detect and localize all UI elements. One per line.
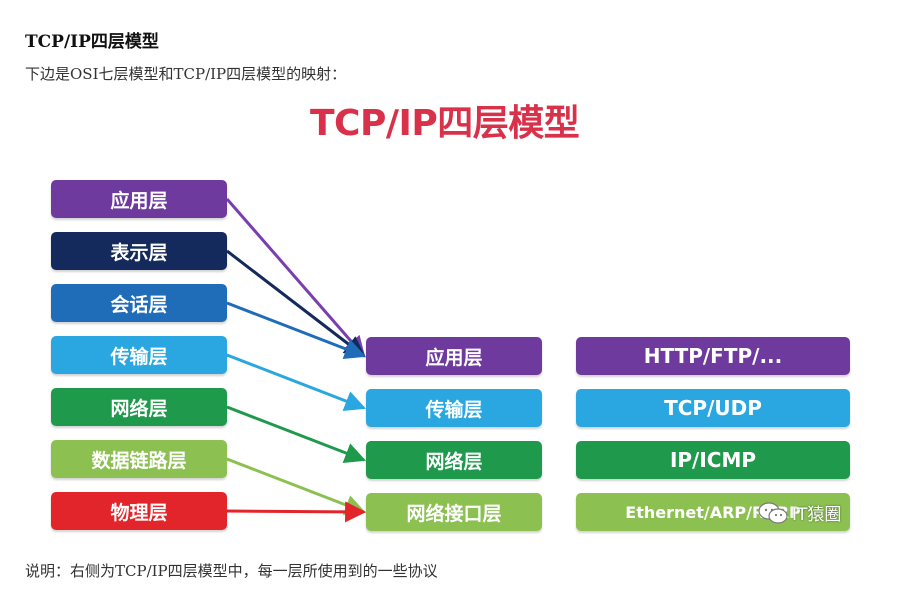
mapping-arrow [226, 249, 366, 358]
note-text: 说明：右侧为TCP/IP四层模型中，每一层所使用到的一些协议 [25, 562, 438, 580]
section-heading: TCP/IP四层模型 [25, 32, 159, 52]
protocol-application: HTTP/FTP/... [576, 337, 850, 375]
mapping-arrow [226, 457, 366, 515]
mapping-arrows [225, 198, 367, 523]
osi-layer-transport: 传输层 [51, 336, 227, 374]
osi-layer-datalink: 数据链路层 [51, 440, 227, 478]
protocol-internet: IP/ICMP [576, 441, 850, 479]
mapping-arrow [226, 405, 366, 463]
osi-layer-presentation: 表示层 [51, 232, 227, 270]
watermark: IT猿圈 [758, 500, 841, 525]
wechat-icon [758, 501, 788, 524]
mapping-arrow [226, 301, 366, 359]
protocol-transport: TCP/UDP [576, 389, 850, 427]
tcpip-layer-link: 网络接口层 [366, 493, 542, 531]
osi-layer-network: 网络层 [51, 388, 227, 426]
protocol-link: Ethernet/ARP/RARP [576, 493, 850, 531]
intro-text: 下边是OSI七层模型和TCP/IP四层模型的映射： [25, 65, 347, 83]
tcpip-layer-application: 应用层 [366, 337, 542, 375]
osi-layer-application: 应用层 [51, 180, 227, 218]
tcpip-layer-transport: 传输层 [366, 389, 542, 427]
mapping-arrow [226, 501, 367, 523]
osi-layer-physical: 物理层 [51, 492, 227, 530]
mapping-arrow [225, 198, 366, 358]
watermark-text: IT猿圈 [792, 505, 842, 525]
figure-title: TCP/IP四层模型 [310, 103, 580, 144]
osi-layer-session: 会话层 [51, 284, 227, 322]
mapping-arrow [226, 353, 366, 411]
tcpip-model-figure: TCP/IP四层模型 应用层 表示层 会话层 传输层 网络层 数据链路层 物理层… [40, 88, 870, 550]
tcpip-layer-internet: 网络层 [366, 441, 542, 479]
